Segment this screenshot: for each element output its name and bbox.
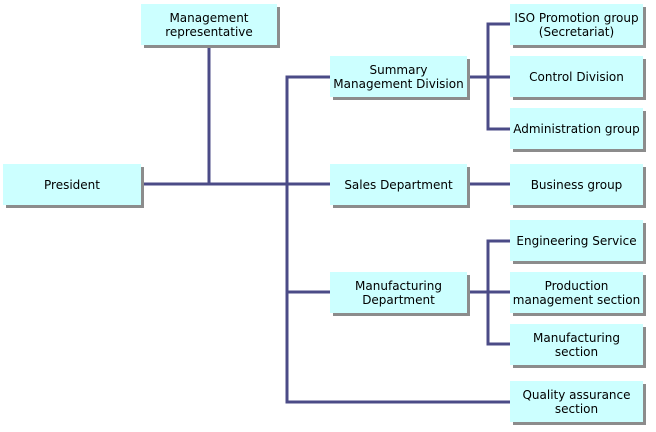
sales-department-box: Sales Department (330, 164, 467, 205)
production-management-section-box: Production management section (510, 272, 643, 313)
engineering-service-box: Engineering Service (510, 220, 643, 261)
control-division-box: Control Division (510, 56, 643, 97)
manufacturing-department-box: Manufacturing Department (330, 272, 467, 313)
manufacturing-section-box: Manufacturing section (510, 324, 643, 365)
business-group-box: Business group (510, 164, 643, 205)
president-box: President (3, 164, 141, 205)
administration-group-box: Administration group (510, 108, 643, 149)
iso-promotion-group-box: ISO Promotion group (Secretariat) (510, 4, 643, 45)
summary-management-division-box: Summary Management Division (330, 56, 467, 97)
management-representative-box: Management representative (141, 4, 277, 45)
quality-assurance-section-box: Quality assurance section (510, 381, 643, 422)
